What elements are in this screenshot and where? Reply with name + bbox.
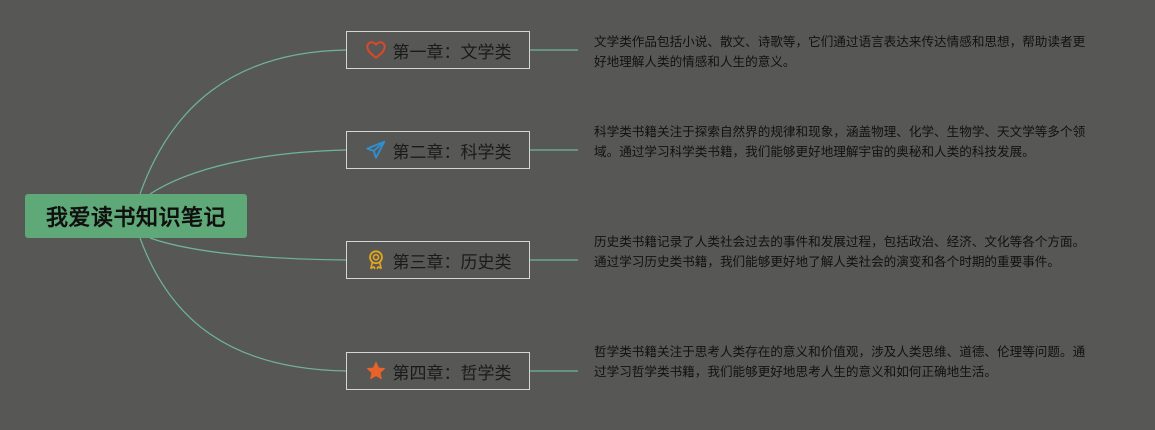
branch-label: 第一章：文学类: [392, 42, 512, 63]
branch-node-science[interactable]: 第二章：科学类: [346, 131, 530, 169]
connector-root-branch-1: [139, 49, 347, 195]
root-node[interactable]: 我爱读书知识笔记: [25, 194, 247, 238]
note-history: 历史类书籍记录了人类社会过去的事件和发展过程，包括政治、经济、文化等各个方面。通…: [594, 234, 1086, 269]
connector-root-branch-4: [139, 237, 347, 372]
note-philosophy: 哲学类书籍关注于思考人类存在的意义和价值观，涉及人类思维、道德、伦理等问题。通过…: [594, 344, 1086, 379]
connector-root-branch-2: [149, 149, 347, 195]
branch-label: 第三章：历史类: [392, 252, 512, 273]
star-icon: [365, 360, 387, 382]
branch-node-literature[interactable]: 第一章：文学类: [346, 31, 530, 69]
paper-plane-icon: [365, 139, 387, 161]
award-ribbon-icon: [365, 249, 387, 271]
note-science: 科学类书籍关注于探索自然界的规律和现象，涵盖物理、化学、生物学、天文学等多个领域…: [594, 124, 1086, 159]
note-literature: 文学类作品包括小说、散文、诗歌等，它们通过语言表达来传达情感和思想，帮助读者更好…: [594, 34, 1086, 69]
branch-node-philosophy[interactable]: 第四章：哲学类: [346, 352, 530, 390]
branch-label: 第四章：哲学类: [392, 363, 512, 384]
root-node-title: 我爱读书知识笔记: [45, 206, 226, 231]
connector-root-branch-3: [149, 237, 347, 261]
branch-label: 第二章：科学类: [392, 142, 512, 163]
branch-node-history[interactable]: 第三章：历史类: [346, 241, 530, 279]
heart-icon: [365, 39, 387, 61]
